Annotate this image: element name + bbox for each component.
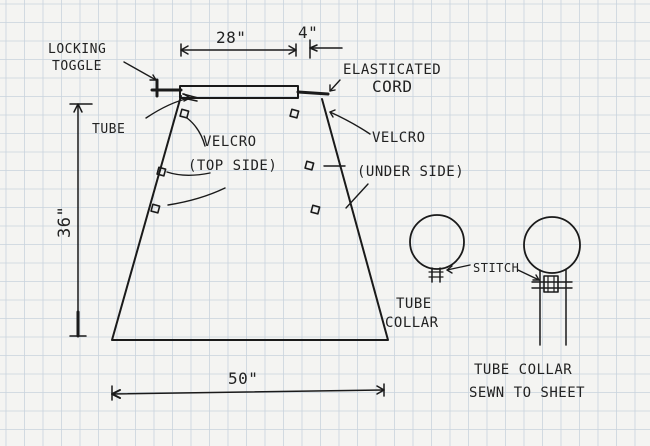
label-stitch: STITCH [473, 261, 519, 275]
label-locking-toggle: LOCKING TOGGLE [48, 42, 115, 74]
velcro-patches [150, 108, 321, 215]
label-tube-collar: TUBE COLLAR [385, 296, 441, 331]
dimension-label-height: 36" [55, 206, 75, 238]
label-velcro-under-side: VELCRO (UNDER SIDE) [357, 130, 464, 180]
leader-lines [123, 61, 371, 209]
dimension-label-top-width: 28" [216, 28, 246, 47]
dimension-height [69, 103, 93, 338]
sheet-outline [111, 95, 389, 341]
label-tube-collar-sewn-to-sheet: TUBE COLLAR SEWN TO SHEET [469, 362, 585, 401]
label-velcro-top-side: VELCRO (TOP SIDE) [188, 134, 277, 174]
dimension-bottom-width [111, 383, 385, 401]
dimension-top-width [180, 43, 297, 57]
elasticated-cord [296, 90, 330, 96]
label-elasticated-cord: ELASTICATED CORD [343, 62, 450, 96]
tube-collar-drawing [409, 214, 471, 283]
tube-collar-sewn-drawing [517, 216, 581, 346]
dimension-label-cord-width: 4" [298, 23, 318, 42]
label-tube: TUBE [92, 122, 125, 137]
dimension-cord-width [309, 39, 343, 59]
dimension-label-bottom-width: 50" [228, 369, 258, 388]
